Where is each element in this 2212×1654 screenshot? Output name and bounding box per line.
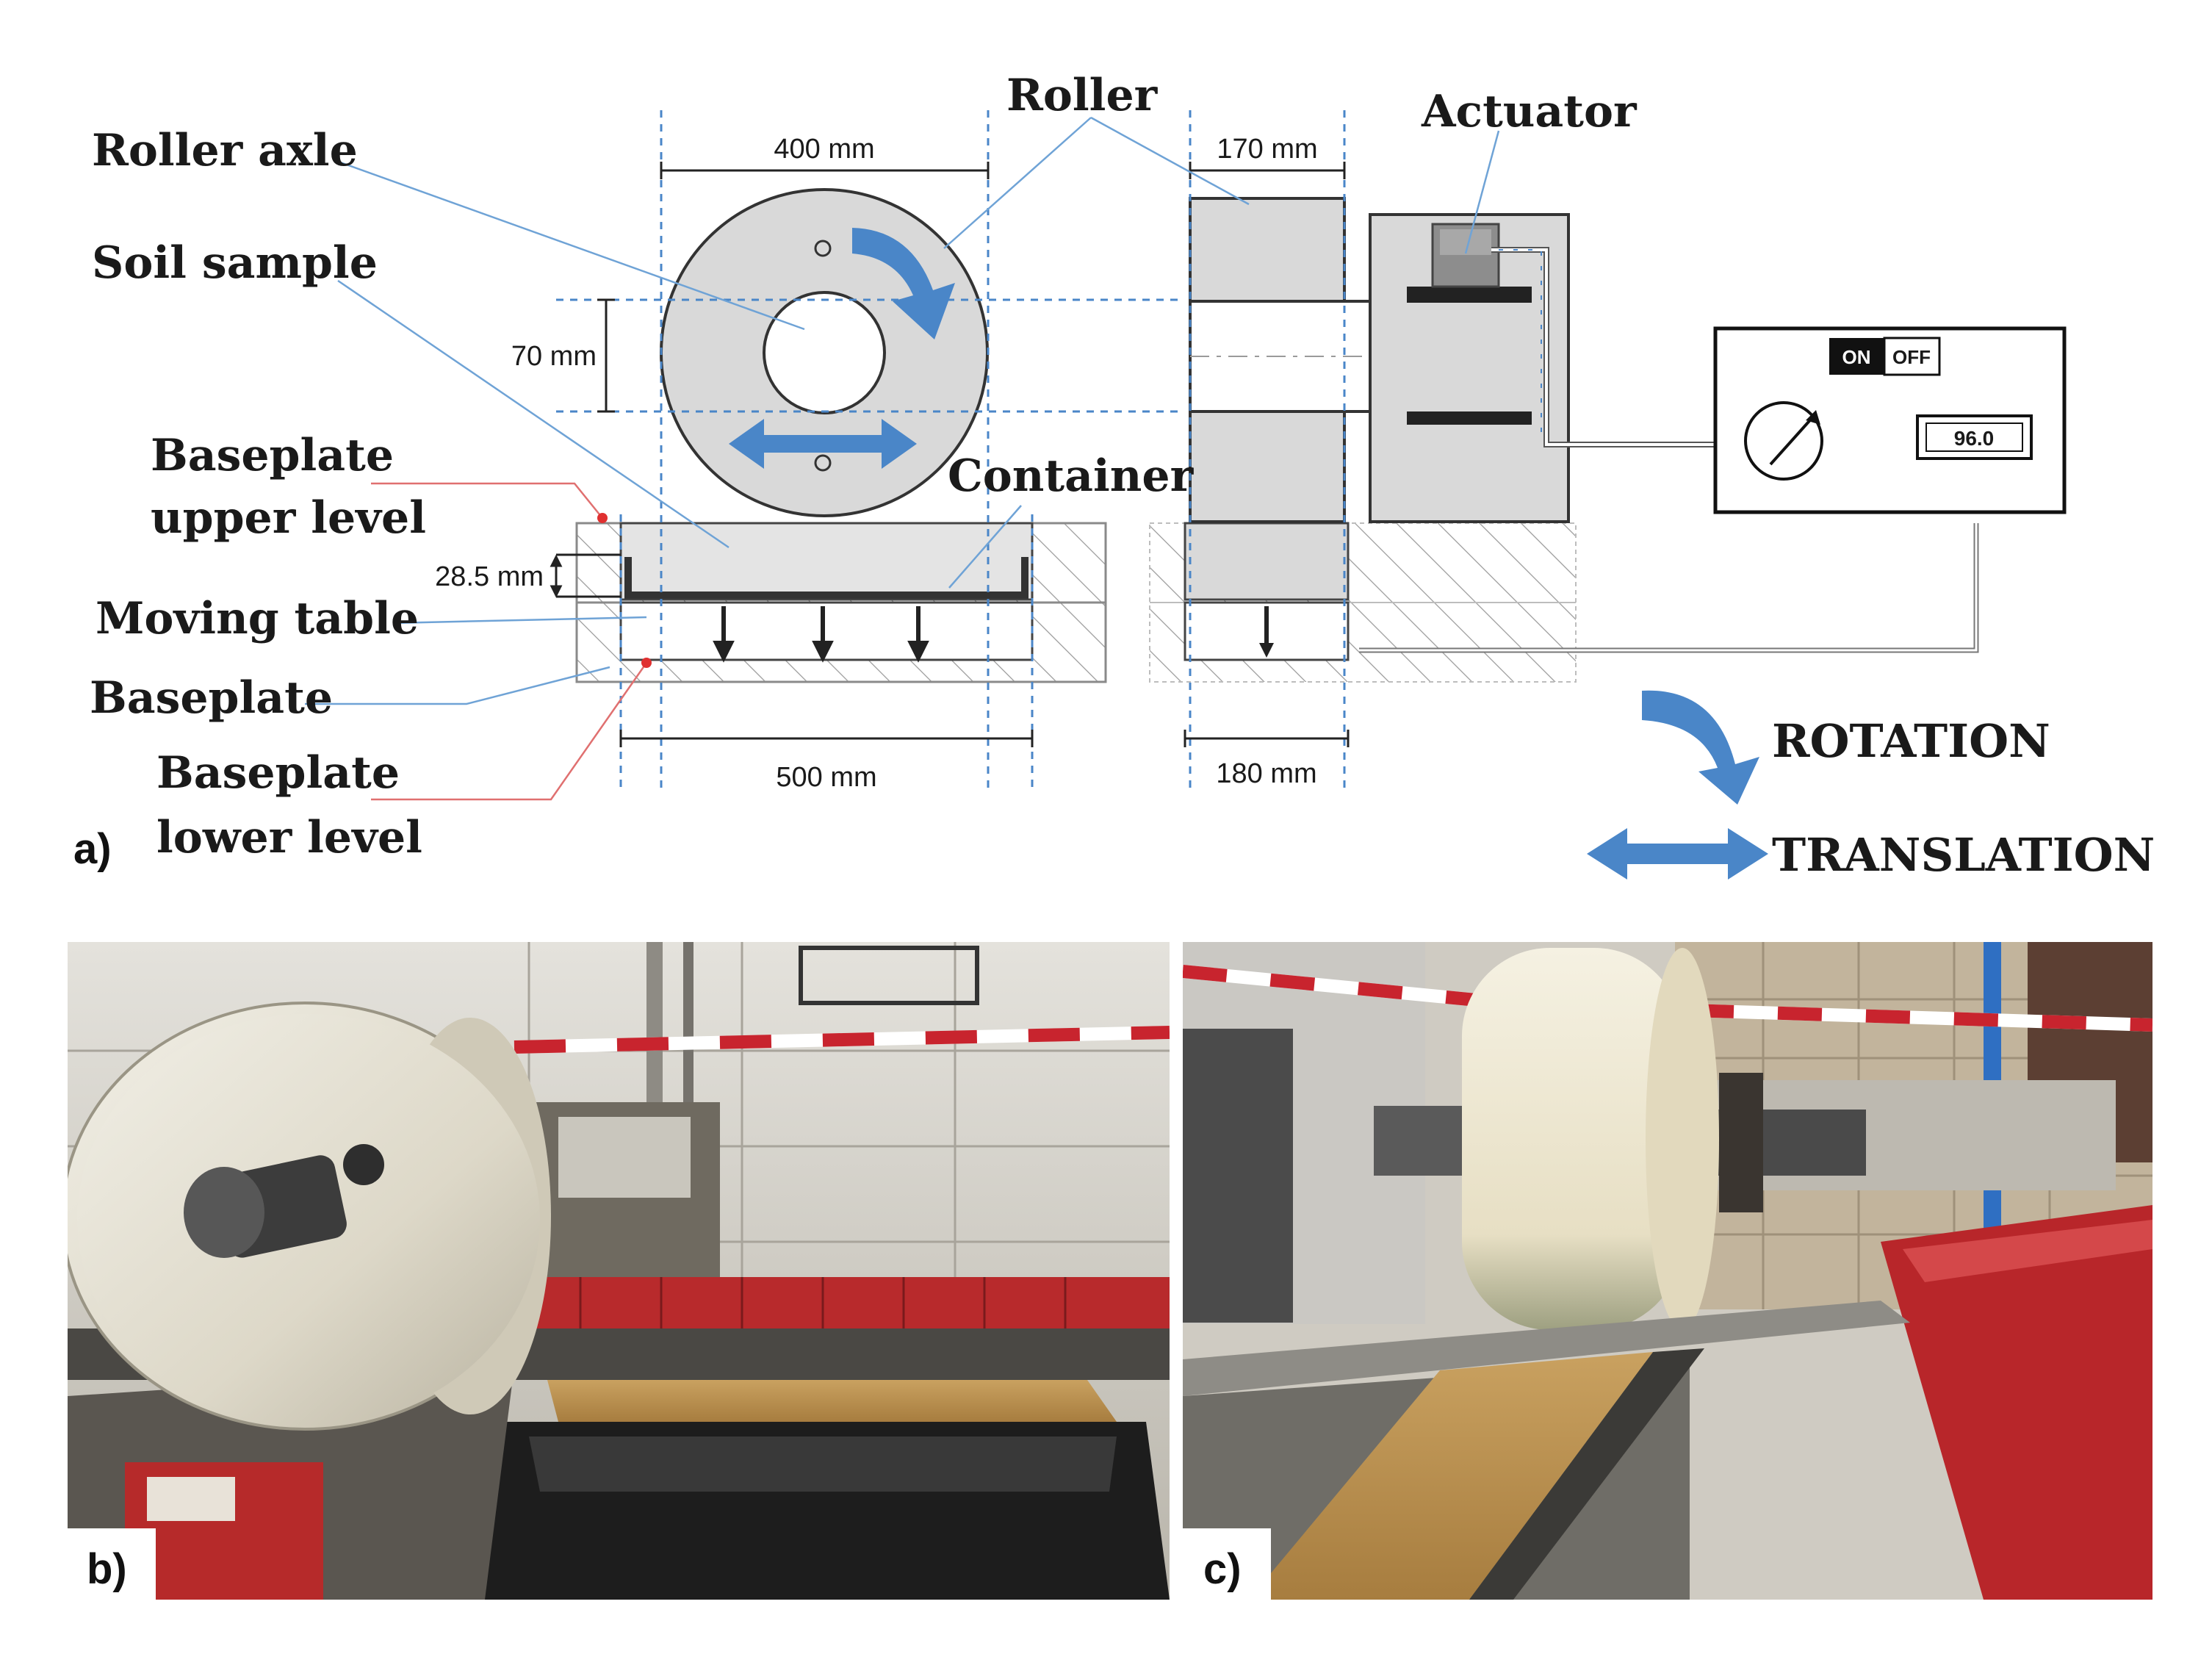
label-baseplate-upper-1: Baseplate xyxy=(151,430,394,481)
label-baseplate-upper-2: upper level xyxy=(151,492,426,544)
dim-500 xyxy=(619,730,1034,747)
leader-roller-front xyxy=(943,117,1092,249)
panel-c-tag: c) xyxy=(1203,1545,1242,1593)
leader-baseplate-upper xyxy=(371,482,603,519)
legend-translation-arrow xyxy=(1587,828,1768,880)
dim-70 xyxy=(597,298,615,413)
container xyxy=(619,522,1034,601)
dim-28-5 xyxy=(550,553,621,598)
panel-b-photo: b) xyxy=(68,942,1170,1600)
label-soil-sample: Soil sample xyxy=(92,237,378,289)
leader-roller-side xyxy=(1090,116,1250,206)
dim-500-label: 500 mm xyxy=(776,762,876,793)
switch-on-label: ON xyxy=(1842,346,1871,368)
dim-70-label: 70 mm xyxy=(511,341,597,372)
panel-c-photo: c) xyxy=(1183,942,2152,1600)
switch-off-label: OFF xyxy=(1892,346,1931,368)
dim-180-label: 180 mm xyxy=(1216,758,1316,789)
soil-sample-b xyxy=(547,1380,1117,1422)
leader-container xyxy=(948,505,1022,589)
roller-side-bottom xyxy=(1189,410,1346,523)
roller-photo-c xyxy=(1462,948,1682,1330)
dim-28-5-label: 28.5 mm xyxy=(435,561,544,592)
legend-rotation-arrow xyxy=(1642,690,1759,805)
leader-soil-sample xyxy=(337,279,729,549)
side-container xyxy=(1184,522,1350,601)
label-actuator: Actuator xyxy=(1421,86,1638,137)
on-switch xyxy=(1829,338,1884,375)
label-baseplate-lower-2: lower level xyxy=(156,812,422,863)
pressure-gauge xyxy=(1744,401,1823,481)
leader-roller-axle xyxy=(334,159,805,331)
panel-a-tag: a) xyxy=(73,825,112,873)
dim-400 xyxy=(660,162,990,179)
roller-rotation-arrow xyxy=(852,228,955,339)
dim-170 xyxy=(1189,162,1346,179)
roller-translation-arrow xyxy=(729,419,917,469)
label-moving-table: Moving table xyxy=(96,593,419,644)
display-value: 96.0 xyxy=(1954,427,1995,450)
leader-baseplate xyxy=(305,666,610,705)
soil-sample-c xyxy=(1249,1352,1653,1600)
panel-a-schematic: ON OFF 96.0 xyxy=(73,70,2155,882)
label-baseplate: Baseplate xyxy=(90,672,333,724)
leader-baseplate-lower xyxy=(371,662,648,801)
table-support-arrows xyxy=(713,606,929,663)
label-roller: Roller xyxy=(1006,70,1159,121)
label-roller-axle: Roller axle xyxy=(92,125,358,176)
container-walls xyxy=(624,557,1028,599)
roller-axle-hole xyxy=(763,291,886,414)
label-container: Container xyxy=(948,450,1195,502)
dim-180 xyxy=(1184,730,1350,747)
off-switch xyxy=(1883,337,1941,376)
dim-170-label: 170 mm xyxy=(1217,134,1317,165)
roller-side-top xyxy=(1189,197,1346,303)
label-baseplate-lower-1: Baseplate xyxy=(156,747,400,799)
legend-translation-label: TRANSLATION xyxy=(1772,828,2155,882)
leader-moving-table xyxy=(392,616,647,625)
panel-b-tag: b) xyxy=(87,1545,127,1593)
leader-actuator xyxy=(1464,130,1500,254)
legend-rotation-label: ROTATION xyxy=(1772,714,2050,768)
dim-400-label: 400 mm xyxy=(774,134,874,165)
